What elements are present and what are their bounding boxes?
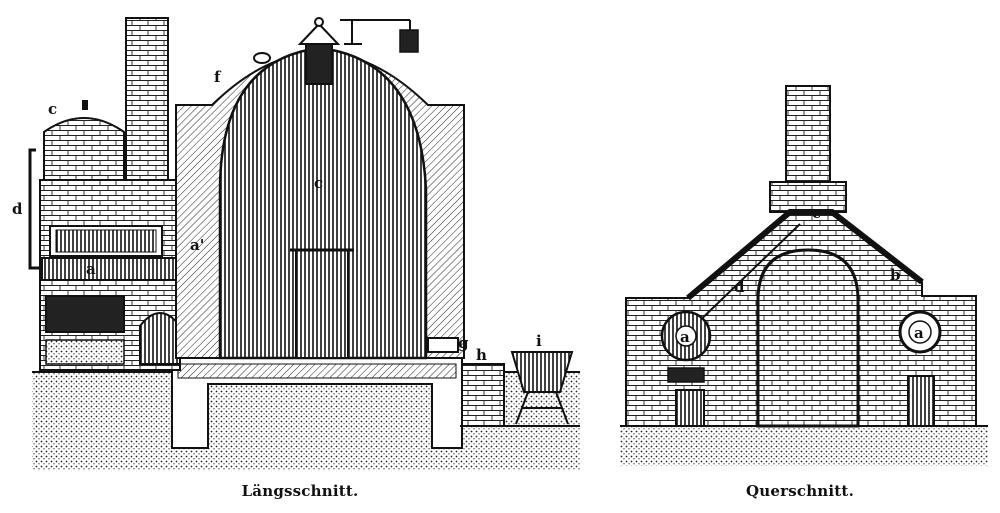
label-d-cross: d xyxy=(734,278,745,296)
chimney-left xyxy=(125,17,169,187)
label-a-right: a xyxy=(914,324,924,342)
channel-a xyxy=(41,257,193,281)
door-left xyxy=(675,389,705,427)
label-a-prime: a' xyxy=(190,236,204,254)
flue-d xyxy=(689,223,801,331)
label-c-kettle: c xyxy=(48,100,57,118)
longitudinal-section xyxy=(28,17,580,470)
door-right xyxy=(907,375,935,427)
label-d-pipe: d xyxy=(12,200,23,218)
chimney-right xyxy=(785,85,831,183)
stand-i xyxy=(510,351,574,425)
caption-laengsschnitt: Längsschnitt. xyxy=(241,482,359,500)
label-h: h xyxy=(476,346,487,364)
counterweight xyxy=(399,29,419,53)
label-c-cross: c xyxy=(812,204,821,222)
label-i: i xyxy=(536,332,542,350)
label-a-channel: a xyxy=(86,260,96,278)
arched-door-left xyxy=(139,312,181,365)
fitting-g xyxy=(427,337,459,353)
firebox xyxy=(45,295,125,333)
top-vent xyxy=(305,43,333,85)
pipe-d xyxy=(28,148,42,270)
kettle-top xyxy=(43,117,125,181)
chamber-door xyxy=(295,249,349,359)
label-f: f xyxy=(214,68,222,86)
label-c-chamber: c xyxy=(314,174,323,192)
cross-section xyxy=(620,85,988,466)
label-a-left: a xyxy=(680,328,690,346)
vent-cap-f xyxy=(253,52,271,64)
box-h xyxy=(461,363,505,427)
label-b-cross: b xyxy=(890,266,901,284)
label-g: g xyxy=(458,334,469,352)
cross-chamber xyxy=(756,248,860,428)
ground-right xyxy=(620,426,988,466)
caption-querschnitt: Querschnitt. xyxy=(746,482,854,500)
balance-arm xyxy=(340,19,411,45)
